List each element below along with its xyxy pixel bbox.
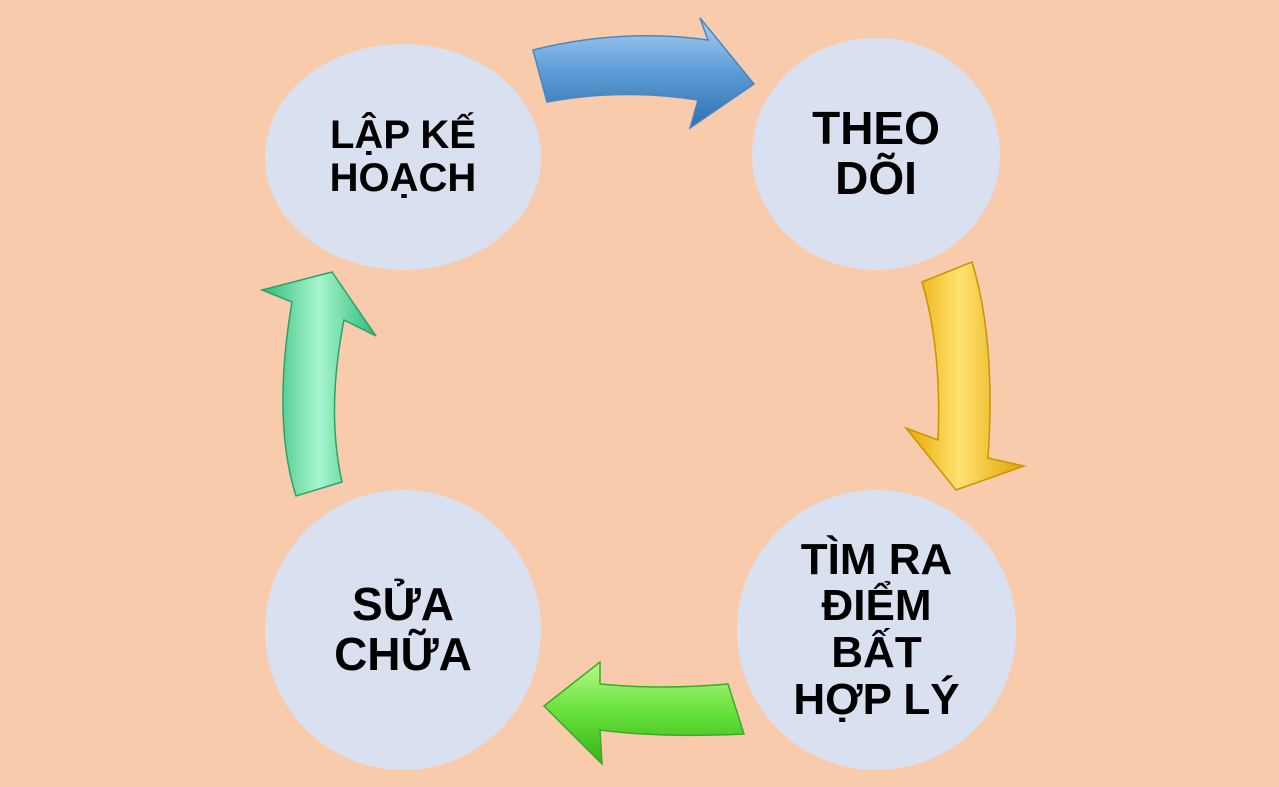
arrow-find-to-fix [542,660,746,766]
node-fix: SỬA CHỮA [265,490,541,770]
node-monitor-label: THEO DÕI [812,102,940,204]
node-plan: LẬP KẾ HOẠCH [265,44,541,270]
node-find-irregularities: TÌM RA ĐIỂM BẤT HỢP LÝ [737,490,1016,770]
arrow-fix-to-plan [259,271,377,497]
node-find-label: TÌM RA ĐIỂM BẤT HỢP LÝ [793,534,960,724]
arrow-plan-to-monitor [532,17,756,130]
node-plan-label: LẬP KẾ HOẠCH [329,112,477,200]
node-monitor: THEO DÕI [752,38,1000,270]
node-fix-label: SỬA CHỮA [334,578,472,680]
arrow-monitor-to-find [903,261,1027,491]
